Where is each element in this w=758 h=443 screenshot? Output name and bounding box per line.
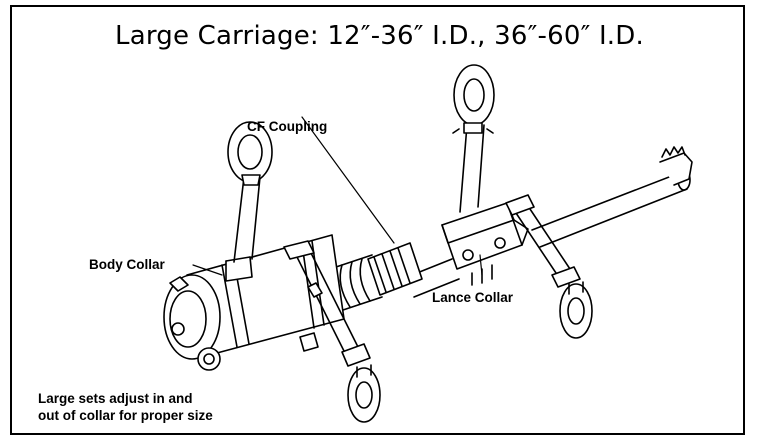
note-line-2: out of collar for proper size: [38, 408, 213, 423]
diagram-title: Large Carriage: 12″-36″ I.D., 36″-60″ I.…: [115, 21, 644, 51]
cf-coupling-leader: [301, 116, 395, 244]
lance-collar: [441, 202, 529, 286]
body-collar-leader: [192, 264, 223, 276]
wheel-arm-upper-left: [227, 121, 273, 263]
rear-end-cap: [163, 274, 221, 371]
wheel-arm-lower-left: [283, 240, 381, 423]
diagram-frame: Large Carriage: 12″-36″ I.D., 36″-60″ I.…: [10, 5, 745, 435]
cf-coupling: [367, 242, 423, 296]
leader-lines: [192, 116, 483, 276]
body-collar-label: Body Collar: [89, 257, 165, 272]
carriage-drawing: [163, 64, 693, 423]
body-collar: [225, 256, 253, 282]
wheel-arm-upper-right: [452, 64, 495, 213]
note-line-1: Large sets adjust in and: [38, 391, 193, 406]
lance-collar-leader: [479, 254, 483, 276]
shaft-clamp: [299, 332, 319, 352]
lance-collar-label: Lance Collar: [432, 290, 514, 305]
size-adjust-note: Large sets adjust in and out of collar f…: [38, 390, 213, 424]
wheel-arm-lower-right: [505, 194, 593, 339]
cf-coupling-label: CF Coupling: [247, 119, 328, 134]
